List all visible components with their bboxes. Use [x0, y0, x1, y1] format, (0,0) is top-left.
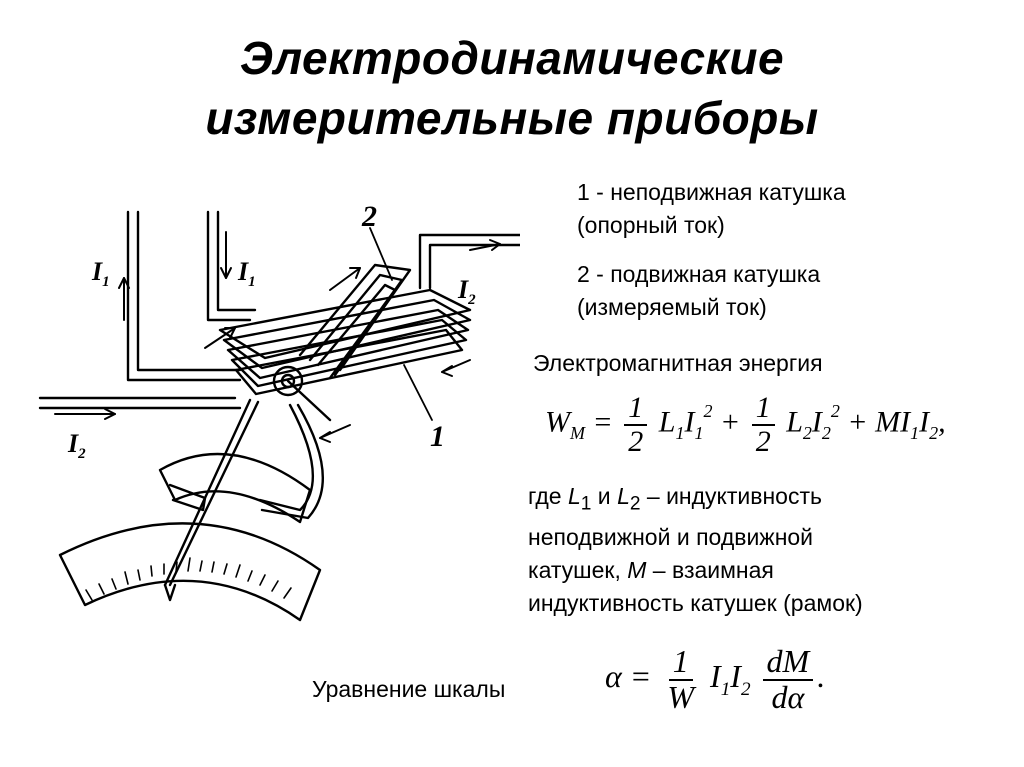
label-i1-right: I1 — [237, 257, 256, 290]
title-line-2: измерительные приборы — [205, 92, 819, 144]
inductance-explanation: где L1 и L2 – индуктивность неподвижной … — [528, 483, 863, 616]
scale-arc — [58, 522, 322, 622]
label-leaders — [369, 227, 433, 421]
page-title: Электродинамические измерительные прибор… — [0, 28, 1024, 148]
axis-and-pointer — [163, 365, 332, 602]
label-coil-1: 1 — [430, 420, 445, 453]
scale-equation-label: Уравнение шкалы — [312, 676, 506, 702]
lead-wires — [38, 210, 520, 410]
label-i2-top: I2 — [457, 275, 476, 308]
label-i1-left: I1 — [91, 257, 110, 290]
instrument-diagram: I1 I1 I2 I2 2 1 — [38, 200, 520, 622]
legend-item-2: 2 - подвижная катушка (измеряемый ток) — [577, 261, 821, 320]
current-arrows — [54, 231, 501, 443]
scale-ticks — [85, 557, 292, 601]
label-coil-2: 2 — [361, 200, 377, 233]
fixed-coil — [218, 288, 472, 396]
energy-label: Электромагнитная энергия — [533, 350, 823, 376]
damper-loop — [258, 403, 324, 520]
damper-chamber — [158, 452, 312, 524]
legend-item-1: 1 - неподвижная катушка (опорный ток) — [577, 179, 846, 238]
title-line-1: Электродинамические — [239, 32, 785, 84]
label-i2-left: I2 — [67, 429, 86, 462]
